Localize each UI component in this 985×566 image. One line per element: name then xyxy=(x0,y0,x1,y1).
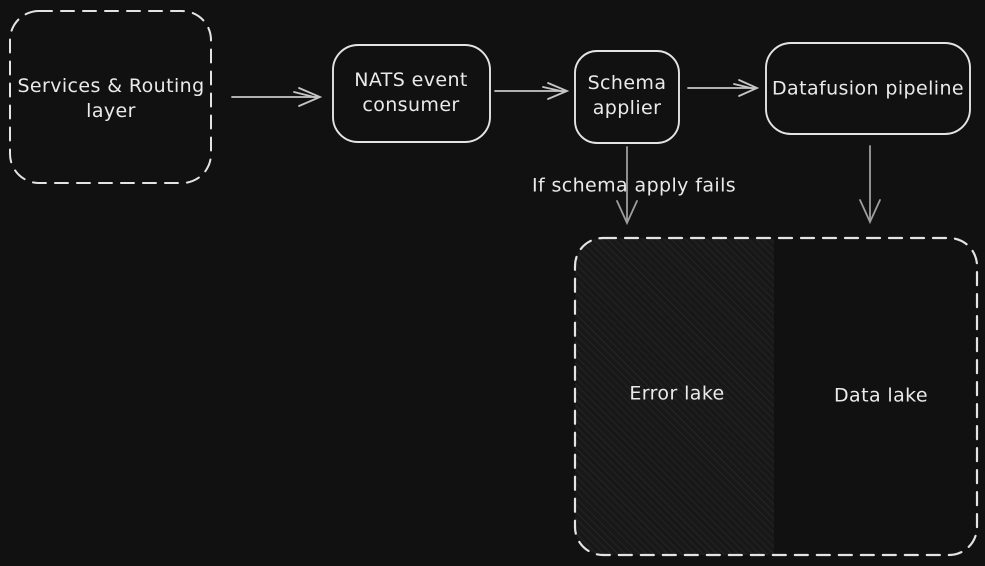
error-lake-hatch-fill xyxy=(575,238,774,555)
data-lake-label: Data lake xyxy=(834,384,928,407)
schema-applier-label: Schema applier xyxy=(587,71,667,119)
nats-event-consumer-label: NATS event consumer xyxy=(354,68,468,116)
services-routing-layer-box xyxy=(9,10,212,184)
arrow-schema-to-error-lake xyxy=(616,146,638,226)
datafusion-pipeline-label: Datafusion pipeline xyxy=(772,77,964,100)
arrow-datafusion-to-data-lake xyxy=(859,145,881,225)
schema-fail-edge-label: If schema apply fails xyxy=(531,174,737,197)
arrow-schema-to-datafusion xyxy=(687,79,760,97)
services-routing-layer-label: Services & Routing layer xyxy=(17,74,205,122)
error-lake-label: Error lake xyxy=(629,382,725,405)
schema-applier-box xyxy=(574,50,680,144)
nats-event-consumer-box xyxy=(332,44,491,143)
datafusion-pipeline-box xyxy=(765,42,971,135)
arrow-nats-to-schema xyxy=(494,82,570,100)
lakes-container-box xyxy=(573,236,979,557)
arrow-services-to-nats xyxy=(231,87,323,107)
